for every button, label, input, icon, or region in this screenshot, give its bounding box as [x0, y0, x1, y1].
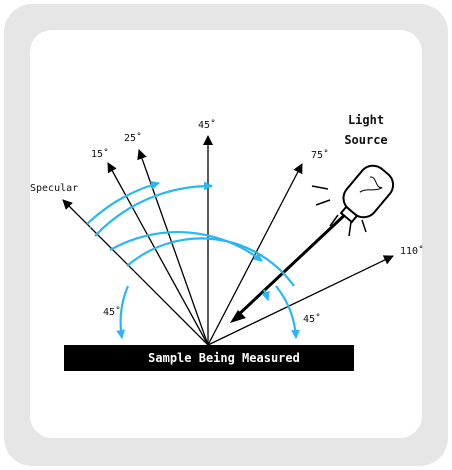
- arc-right-45: [275, 285, 301, 339]
- angle-25-arrow: [137, 149, 209, 346]
- light-rays-icon: [311, 185, 367, 237]
- arc-left-45: [116, 285, 130, 339]
- sample-label: Sample Being Measured: [148, 351, 300, 365]
- angle-75-arrow: [207, 163, 303, 346]
- specular-label: Specular: [30, 183, 78, 194]
- outer-frame: [4, 4, 448, 466]
- angle-75-label: 75˚: [311, 149, 329, 161]
- left-45-label: 45˚: [103, 306, 121, 318]
- angle-15-label: 15˚: [91, 148, 109, 160]
- arc-specular-to-45: [94, 181, 213, 237]
- incident-arrowhead: [230, 310, 246, 323]
- angle-110-arrow: [207, 255, 394, 346]
- light-source-label-line2: Source: [344, 133, 387, 147]
- arc-inner: [126, 237, 295, 287]
- arc-right-45-top-head: [261, 289, 270, 301]
- specular-arrow: [62, 199, 209, 346]
- angle-15-arrow: [107, 162, 209, 346]
- arc-specular-to-25: [86, 180, 160, 225]
- incident-light-beam: [234, 208, 352, 319]
- angle-110-label: 110˚: [400, 245, 424, 257]
- right-45-label: 45˚: [303, 313, 321, 325]
- light-source-label-line1: Light: [348, 113, 384, 127]
- sample-bar: [64, 345, 354, 371]
- light-bulb-icon: [339, 164, 395, 224]
- angle-25-label: 25˚: [124, 132, 142, 144]
- arc-specular-to-75: [109, 231, 263, 262]
- angle-45-label: 45˚: [198, 119, 216, 131]
